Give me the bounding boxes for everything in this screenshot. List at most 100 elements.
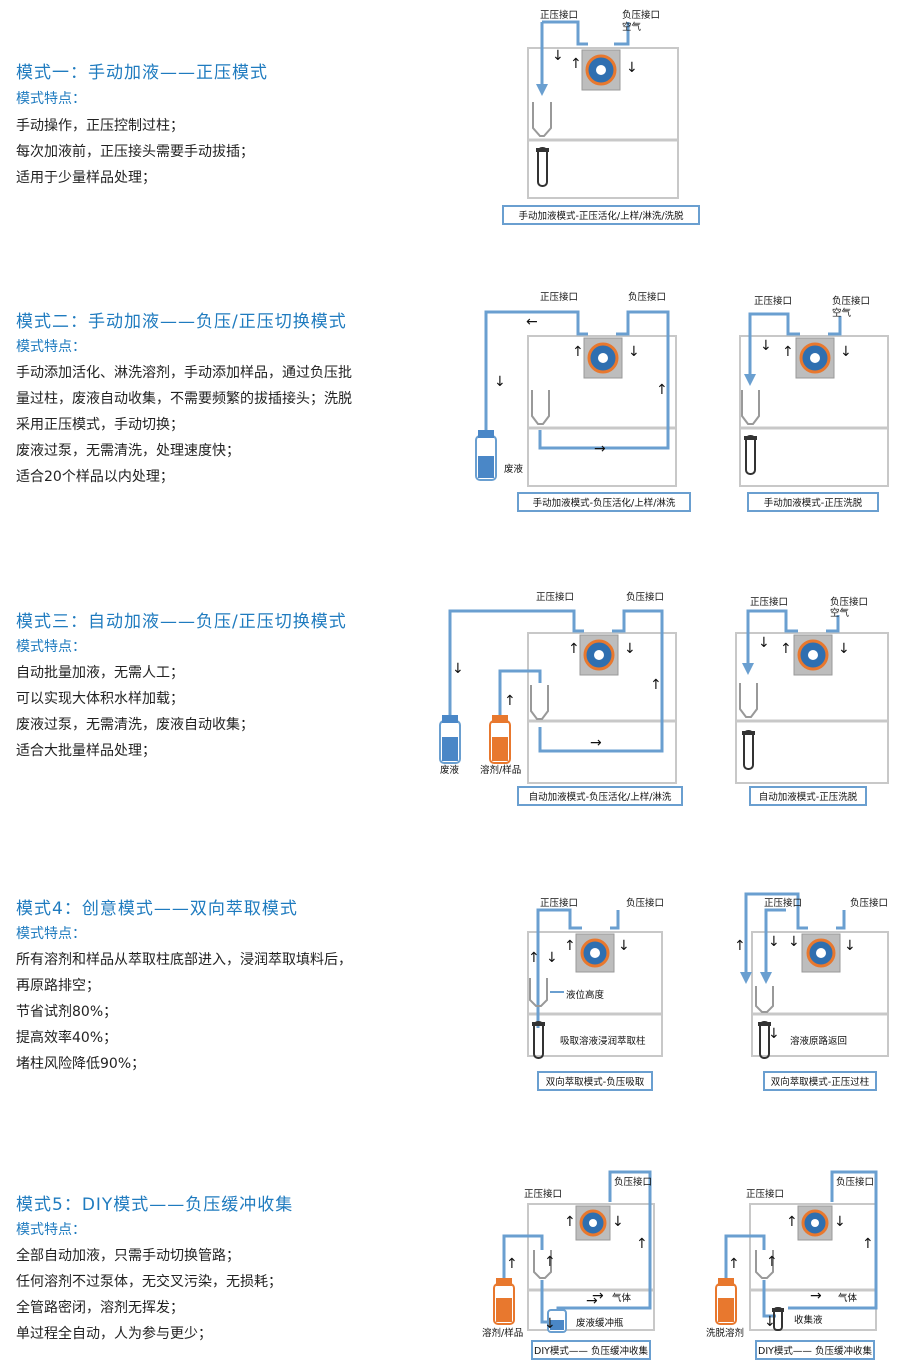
svg-text:↓: ↓ xyxy=(546,950,558,966)
mode-3-title: 模式三：自动加液——负压/正压切换模式 xyxy=(16,612,347,632)
svg-text:↓: ↓ xyxy=(612,1214,624,1230)
mode-5-subtitle: 模式特点： xyxy=(16,1222,86,1238)
mode-3-line: 废液过泵，无需清洗，废液自动收集； xyxy=(16,717,254,733)
diagram-caption: 双向萃取模式-正压过柱 xyxy=(771,1076,870,1088)
diagram-caption: DIY模式—— 负压缓冲收集 xyxy=(758,1345,872,1357)
note-label: 溶液原路返回 xyxy=(790,1035,847,1047)
collect-label: 收集液 xyxy=(794,1314,823,1326)
svg-text:↓: ↓ xyxy=(768,934,780,950)
mode-2-diagram-positive: ↓ ↑ ↓ 正压接口 负压接口 空气 手动加液模式-正压洗脱 xyxy=(739,295,889,512)
mode-5-line: 全部自动加液，只需手动切换管路； xyxy=(16,1248,240,1264)
mode-1-line: 每次加液前，正压接头需要手动拔插； xyxy=(16,144,254,160)
mode-4-title: 模式4：创意模式——双向萃取模式 xyxy=(16,899,298,919)
svg-text:↑: ↑ xyxy=(528,950,540,966)
mode-2-subtitle: 模式特点： xyxy=(16,339,86,355)
mode-2-diagram-negative: ← ↓ ↑ ↓ ↑ → 正压接口 负压接口 废液 手动加液模式-负压活化/上样/… xyxy=(475,291,691,512)
svg-text:↑: ↑ xyxy=(506,1256,518,1272)
mode-2-line: 适合20个样品以内处理； xyxy=(16,469,174,485)
gas-label: 气体 xyxy=(838,1292,858,1304)
mode-5-line: 单过程全自动，人为参与更少； xyxy=(16,1326,212,1342)
mode-1-line: 手动操作，正压控制过柱； xyxy=(16,118,184,134)
mode-3-subtitle: 模式特点： xyxy=(16,639,86,655)
mode-5-diagram-collect: ↑ ↑ ↑ ↓ ↑ → ↓ 正压接口 负压接口 气体 洗脱溶剂 收集液 DIY模… xyxy=(706,1170,878,1360)
svg-text:→: → xyxy=(594,441,606,457)
svg-text:↓: ↓ xyxy=(544,1316,556,1332)
mode-4-subtitle: 模式特点： xyxy=(16,926,86,942)
neg-port-label: 负压接口 xyxy=(850,897,888,909)
svg-text:↑: ↑ xyxy=(650,677,662,693)
air-label: 空气 xyxy=(832,307,852,319)
caption-box xyxy=(502,205,700,225)
diagram-caption: 手动加液模式-正压洗脱 xyxy=(764,497,863,509)
pos-port-label: 正压接口 xyxy=(764,897,802,909)
mode-4-line: 所有溶剂和样品从萃取柱底部进入，浸润萃取填料后， xyxy=(16,952,352,968)
buffer-label: 废液缓冲瓶 xyxy=(576,1317,624,1329)
mode-5-title: 模式5：DIY模式——负压缓冲收集 xyxy=(16,1195,294,1215)
solvent-label: 溶剂/样品 xyxy=(482,1327,523,1339)
mode-4-line: 节省试剂80%； xyxy=(16,1004,118,1020)
caption-box xyxy=(517,786,683,806)
level-label: 液位高度 xyxy=(566,989,605,1001)
apparatus-box xyxy=(527,47,679,199)
note-label: 吸取溶液浸润萃取柱 xyxy=(560,1035,646,1047)
waste-label: 废液 xyxy=(504,463,524,475)
mode-4-diagram-positive: ↑ ↓ ↓ ↓ ↓ 正压接口 负压接口 溶液原路返回 双向萃取模式-正压过柱 xyxy=(734,892,889,1091)
diagram-caption: DIY模式—— 负压缓冲收集 xyxy=(534,1345,648,1357)
neg-port-label: 负压接口 xyxy=(832,295,870,307)
neg-port-label: 负压接口 xyxy=(836,1176,874,1188)
mode-4-line: 提高效率40%； xyxy=(16,1030,118,1046)
pos-port-label: 正压接口 xyxy=(754,295,792,307)
svg-text:↓: ↓ xyxy=(624,641,636,657)
svg-text:↑: ↑ xyxy=(786,1214,798,1230)
svg-text:↓: ↓ xyxy=(844,938,856,954)
svg-text:↓: ↓ xyxy=(840,344,852,360)
svg-text:↑: ↑ xyxy=(504,693,516,709)
caption-box xyxy=(755,1340,875,1360)
neg-port-label: 负压接口 xyxy=(830,596,868,608)
mode-3-diagram-negative: ↓ ↑ ↑ ↓ ↑ → 正压接口 负压接口 废液 溶剂/样品 自动加液模式-负压… xyxy=(439,591,683,806)
caption-box xyxy=(749,786,867,806)
air-label: 空气 xyxy=(830,607,850,619)
svg-text:↓: ↓ xyxy=(618,938,630,954)
caption-box xyxy=(531,1340,651,1360)
mode-2-line: 量过柱，废液自动收集，不需要频繁的拔插接头；洗脱 xyxy=(16,391,352,407)
svg-text:↑: ↑ xyxy=(862,1236,874,1252)
mode-4-line: 堵柱风险降低90%； xyxy=(16,1056,146,1072)
svg-text:↓: ↓ xyxy=(494,374,506,390)
svg-text:↑: ↑ xyxy=(780,641,792,657)
waste-label: 废液 xyxy=(440,764,460,776)
mode-2-line: 手动添加活化、淋洗溶剂，手动添加样品，通过负压批 xyxy=(16,365,352,381)
svg-text:→: → xyxy=(592,1288,604,1304)
pos-port-label: 正压接口 xyxy=(540,291,578,303)
diagram-caption: 手动加液模式-负压活化/上样/淋洗 xyxy=(533,497,676,509)
mode-4-diagram-negative: ↑ ↓ ↑ ↓ 正压接口 负压接口 液位高度 吸取溶液浸润萃取柱 双向萃取模式-… xyxy=(527,897,664,1091)
svg-text:↑: ↑ xyxy=(656,382,668,398)
svg-text:↑: ↑ xyxy=(766,1254,778,1270)
svg-text:↑: ↑ xyxy=(572,344,584,360)
svg-text:↑: ↑ xyxy=(782,344,794,360)
mode-5-diagram-waste: ↑ ↑ ↑ ↓ ↑ → → ↓ 正压接口 负压接口 气体 溶剂/样品 废液缓冲瓶… xyxy=(482,1170,655,1360)
svg-text:↓: ↓ xyxy=(452,661,464,677)
pos-port-label: 正压接口 xyxy=(540,897,578,909)
svg-text:↓: ↓ xyxy=(768,1026,780,1042)
svg-text:↓: ↓ xyxy=(834,1214,846,1230)
diagram-caption: 自动加液模式-负压活化/上样/淋洗 xyxy=(529,791,672,803)
neg-port-label: 负压接口 xyxy=(626,897,664,909)
svg-text:↓: ↓ xyxy=(626,60,638,76)
diagram-caption: 双向萃取模式-负压吸取 xyxy=(546,1076,645,1088)
svg-text:↑: ↑ xyxy=(734,938,746,954)
mode-1-subtitle: 模式特点： xyxy=(16,91,86,107)
svg-text:↑: ↑ xyxy=(570,56,582,72)
mode-2-title: 模式二：手动加液——负压/正压切换模式 xyxy=(16,312,347,332)
pos-port-label: 正压接口 xyxy=(536,591,574,603)
svg-text:↓: ↓ xyxy=(758,635,770,651)
solvent-label: 洗脱溶剂 xyxy=(706,1327,744,1339)
svg-text:→: → xyxy=(586,1293,598,1309)
diagram-caption: 自动加液模式-正压洗脱 xyxy=(759,791,858,803)
svg-text:↓: ↓ xyxy=(764,1314,776,1330)
neg-port-label: 负压接口 xyxy=(628,291,666,303)
mode-3-line: 可以实现大体积水样加载； xyxy=(16,691,184,707)
neg-port-label: 负压接口 xyxy=(626,591,664,603)
svg-text:↓: ↓ xyxy=(838,641,850,657)
pos-port-label: 正压接口 xyxy=(746,1188,784,1200)
